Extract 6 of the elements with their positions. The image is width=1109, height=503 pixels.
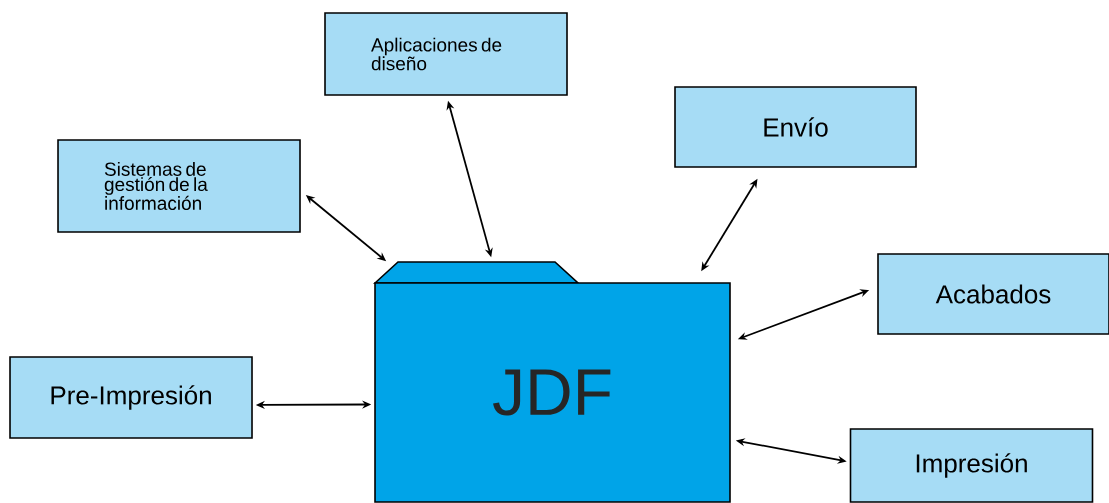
process-box: Sistemas de gestión de la información — [57, 139, 301, 233]
process-box: Impresión — [849, 428, 1094, 503]
process-box: Aplicaciones de diseño — [324, 12, 568, 96]
process-box: Envío — [674, 86, 917, 168]
process-box: Pre-Impresión — [9, 356, 253, 439]
process-box: Acabados — [877, 253, 1109, 335]
